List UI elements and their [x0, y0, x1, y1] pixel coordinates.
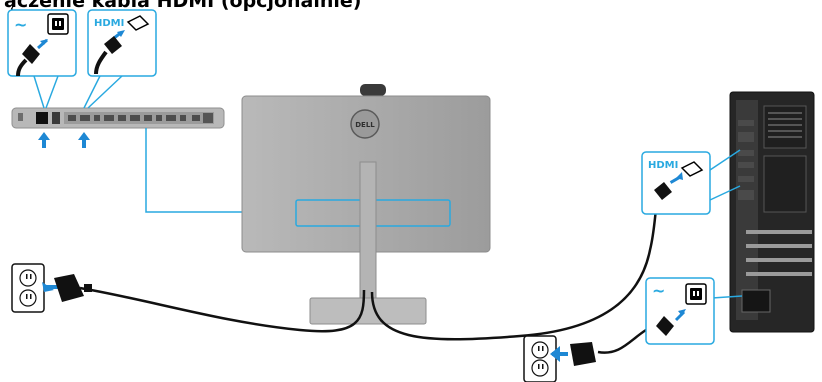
port-up-arrows: [38, 132, 90, 148]
power-callout-left: ~: [8, 10, 76, 76]
ac-symbol-pc: ~: [652, 281, 665, 300]
monitor-stand-base: [310, 298, 426, 324]
power-plug-left: [54, 274, 92, 302]
power-socket-icon: [48, 14, 68, 34]
power-port: [36, 112, 48, 124]
power-callout-pc: ~: [646, 278, 742, 344]
wall-outlet-left: [12, 264, 92, 312]
wall-outlet-right: [524, 336, 596, 382]
ac-symbol: ~: [14, 15, 27, 34]
monitor-rear: DELL: [242, 84, 490, 324]
hdmi-port: [80, 115, 90, 121]
hdmi-callout-monitor: HDMI: [88, 10, 156, 76]
svg-text:DELL: DELL: [355, 121, 375, 129]
hdmi-label-monitor: HDMI: [94, 18, 124, 29]
power-plug-right: [570, 342, 596, 366]
pc-tower: [730, 92, 814, 332]
hdmi-callout-pc: HDMI: [642, 150, 740, 214]
power-socket-icon: [686, 284, 706, 304]
webcam: [360, 84, 386, 96]
hdmi-label-pc: HDMI: [648, 160, 678, 171]
pc-power-port: [742, 290, 770, 312]
